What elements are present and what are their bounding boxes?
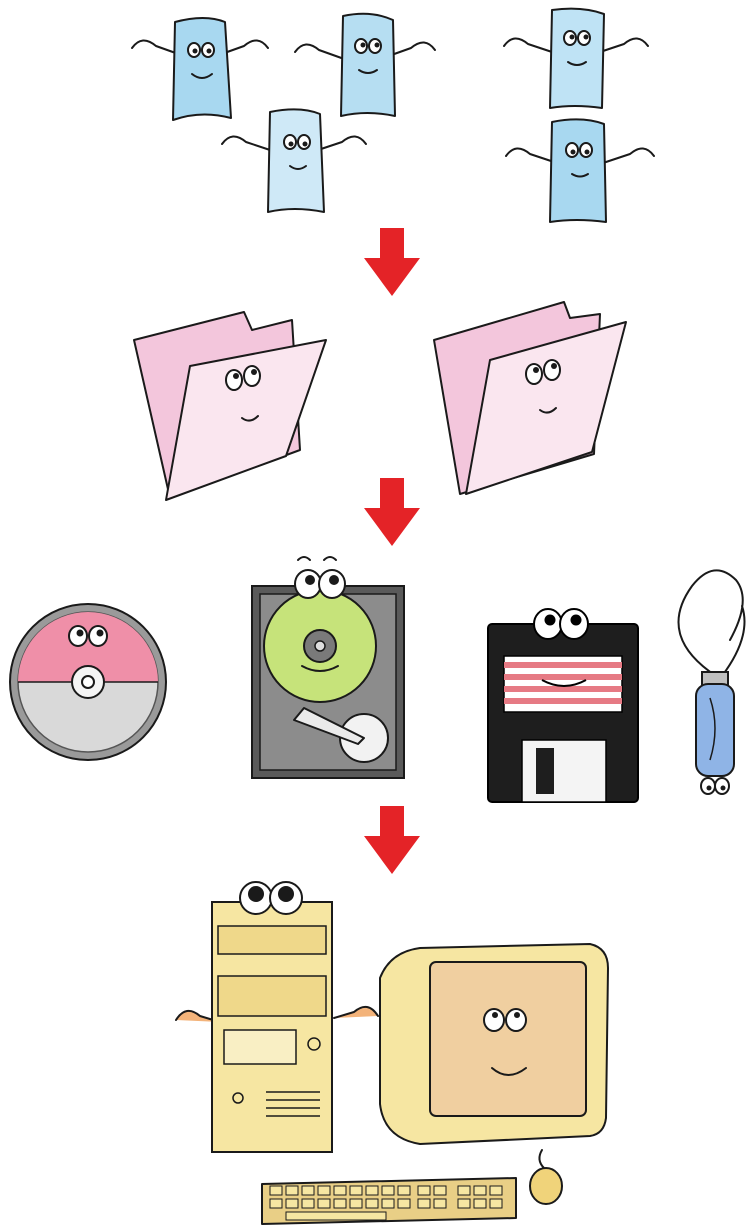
down-arrow-1 [362, 228, 422, 298]
down-arrow-2 [362, 478, 422, 548]
cd-character [6, 600, 170, 764]
computer-tower-character [170, 866, 384, 1158]
hard-drive-character [246, 548, 410, 784]
document-character-3 [214, 104, 374, 220]
floppy-disk-character [484, 596, 642, 806]
folder-character-1 [130, 310, 330, 500]
usb-drive-character [666, 566, 752, 800]
document-character-4 [496, 4, 656, 116]
folder-character-2 [430, 300, 630, 496]
keyboard [258, 1172, 520, 1226]
monitor-character [374, 938, 610, 1164]
document-character-5 [500, 112, 660, 230]
mouse [522, 1146, 568, 1206]
